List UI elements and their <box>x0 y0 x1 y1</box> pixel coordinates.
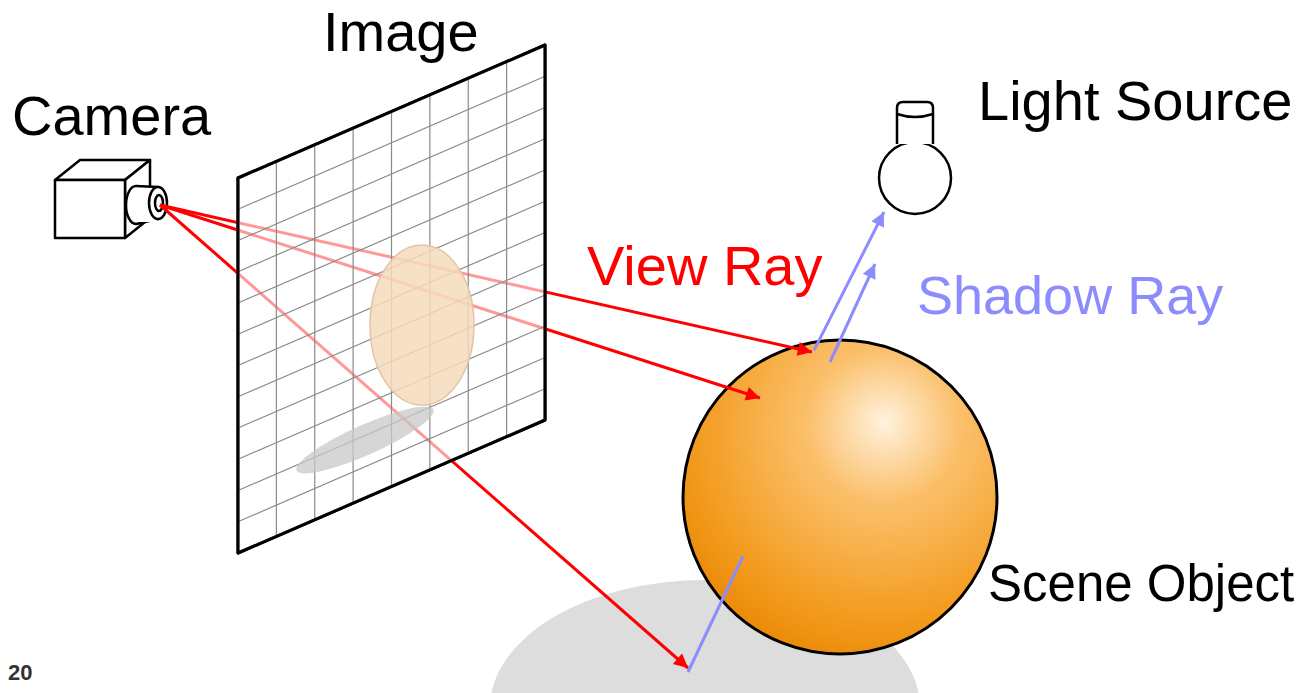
blocked-shadow-ray <box>688 556 743 672</box>
ray-connector <box>814 212 884 350</box>
grid-line <box>314 145 315 520</box>
camera-part <box>149 187 167 219</box>
shadow-ray <box>830 264 875 362</box>
grid-line <box>276 161 277 536</box>
grid-line <box>238 139 545 272</box>
sphere-node: Scene Object <box>682 339 998 655</box>
camera-part <box>155 195 163 211</box>
bulb-node: Light Source <box>875 100 960 215</box>
grid-line <box>238 233 545 366</box>
node-outline <box>682 339 998 655</box>
node-label: Light Source <box>978 69 1292 133</box>
grid-line <box>238 358 545 491</box>
grid-line <box>429 95 430 470</box>
bulb-part <box>879 142 951 214</box>
image-plane-fill <box>238 45 545 553</box>
grid-line <box>391 112 392 487</box>
grid-line <box>238 326 545 459</box>
bulb-part <box>897 102 933 144</box>
grid-line <box>468 78 469 453</box>
camera-node: Camera <box>50 155 175 242</box>
node-outline <box>875 100 960 215</box>
node-label: Image <box>323 0 479 64</box>
edge-label-box: Shadow Ray <box>917 264 1223 326</box>
camera-part <box>55 180 125 238</box>
grid-line <box>506 62 507 437</box>
grid-line <box>238 76 545 209</box>
grid-line <box>238 201 545 334</box>
image-plane <box>238 45 545 553</box>
grid-line <box>238 389 545 522</box>
grid-line <box>238 264 545 397</box>
projected-sphere <box>370 245 474 405</box>
plane-node: Image <box>238 45 545 553</box>
grid-line <box>238 170 545 303</box>
pixel-grid <box>238 62 545 537</box>
edge-label-box: View Ray <box>587 234 823 298</box>
grid-line <box>238 295 545 428</box>
grid-line <box>353 128 354 503</box>
bulb-part <box>897 114 933 117</box>
projected-shadow <box>290 396 439 484</box>
node-outline <box>50 155 175 242</box>
ray-label: Shadow Ray <box>917 264 1223 326</box>
page-number: 20 <box>8 660 32 685</box>
page-number-box: 20 <box>8 660 32 685</box>
view-ray <box>160 205 760 398</box>
grid-line <box>238 108 545 241</box>
node-label: Camera <box>12 84 211 148</box>
sphere <box>683 340 997 654</box>
ray-label: View Ray <box>587 234 823 298</box>
node-label: Scene Object <box>988 555 1294 614</box>
node-outline <box>238 45 545 553</box>
image-plane-border <box>238 45 545 553</box>
